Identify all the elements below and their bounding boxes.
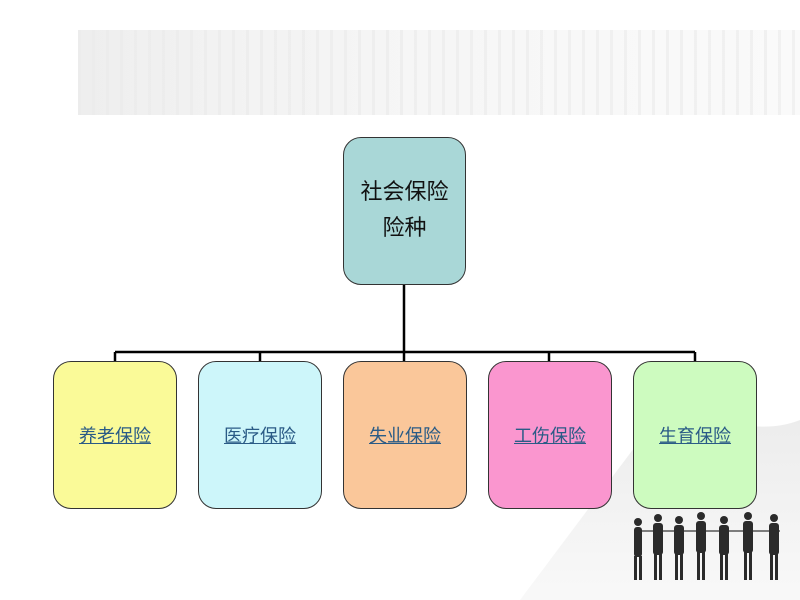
root-node: 社会保险 险种: [343, 137, 466, 285]
link-medical-insurance[interactable]: 医疗保险: [224, 426, 296, 447]
link-pension-insurance[interactable]: 养老保险: [79, 426, 151, 447]
root-label-line2: 险种: [382, 216, 427, 241]
link-unemployment-insurance[interactable]: 失业保险: [369, 426, 441, 447]
link-maternity-insurance[interactable]: 生育保险: [659, 426, 731, 447]
root-label-line1: 社会保险: [360, 180, 449, 205]
child-node-unemployment: 失业保险: [343, 361, 467, 509]
child-node-pension: 养老保险: [53, 361, 177, 509]
child-node-maternity: 生育保险: [633, 361, 757, 509]
child-node-medical: 医疗保险: [198, 361, 322, 509]
header-band: [78, 30, 800, 115]
link-work-injury-insurance[interactable]: 工伤保险: [514, 426, 586, 447]
child-node-work-injury: 工伤保险: [488, 361, 612, 509]
